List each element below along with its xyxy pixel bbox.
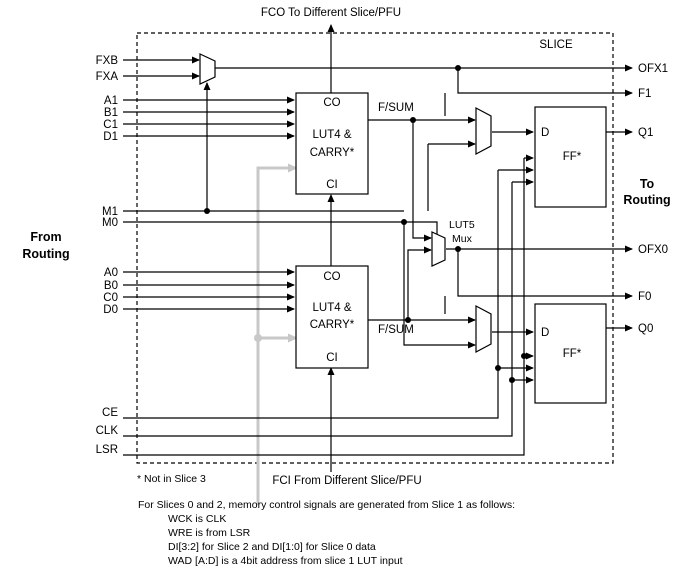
input-m1: M1	[102, 206, 118, 218]
notes-heading: For Slices 0 and 2, memory control signa…	[138, 499, 516, 511]
footnote: * Not in Slice 3	[137, 473, 206, 485]
lower-input-mux	[475, 305, 492, 353]
from-routing-label: From	[30, 230, 61, 244]
output-ofx1: OFX1	[638, 63, 668, 75]
lower-fsum-label: F/SUM	[378, 324, 414, 336]
upper-flip-flop	[534, 106, 607, 208]
input-a1: A1	[104, 95, 118, 107]
carry-junction	[254, 334, 262, 342]
upper-lut4-block	[295, 92, 369, 195]
slice-label: SLICE	[539, 39, 573, 51]
note-item: WRE is from LSR	[168, 527, 251, 539]
upper-input-mux	[475, 107, 492, 155]
memory-control-notes: For Slices 0 and 2, memory control signa…	[138, 498, 515, 568]
input-fxa: FXA	[96, 71, 119, 83]
output-f0: F0	[638, 291, 651, 303]
lower-lut-co: CO	[323, 271, 340, 283]
output-q0: Q0	[638, 323, 653, 335]
lower-lut4-block	[295, 265, 369, 369]
input-fxb: FXB	[96, 55, 119, 67]
upper-ff-d: D	[541, 127, 549, 139]
note-item: WCK is CLK	[168, 513, 227, 525]
output-labels: OFX1 F1 Q1 OFX0 F0 Q0	[638, 63, 668, 335]
lower-lut-ci: CI	[326, 352, 338, 364]
to-routing-label-2: Routing	[623, 193, 670, 207]
slice-boundary	[136, 32, 614, 464]
upper-lut-carry: CARRY*	[310, 147, 355, 159]
output-ofx0: OFX0	[638, 244, 668, 256]
input-b1: B1	[104, 107, 118, 119]
from-routing-label-2: Routing	[22, 247, 69, 261]
lut5-label: LUT5	[449, 219, 475, 231]
upper-lut-co: CO	[323, 97, 340, 109]
input-c0: C0	[103, 292, 118, 304]
upper-fsum-label: F/SUM	[378, 102, 414, 114]
lower-lut-carry: CARRY*	[310, 319, 355, 331]
input-clk: CLK	[96, 425, 119, 437]
lower-lut-name: LUT4 &	[313, 302, 352, 314]
input-ce: CE	[102, 407, 118, 419]
lower-ff-label: FF*	[563, 348, 582, 360]
signal-wires	[123, 24, 633, 472]
input-b0: B0	[104, 280, 118, 292]
lower-ff-d: D	[541, 327, 549, 339]
note-item: WAD [A:D] is a 4bit address from slice 1…	[168, 555, 403, 567]
upper-lut-ci: CI	[326, 179, 338, 191]
fco-title: FCO To Different Slice/PFU	[261, 7, 401, 19]
input-lsr: LSR	[96, 444, 118, 456]
wire-junctions	[204, 65, 527, 383]
output-q1: Q1	[638, 127, 653, 139]
fci-title: FCI From Different Slice/PFU	[272, 475, 421, 487]
lower-flip-flop	[534, 303, 607, 404]
upper-lut-name: LUT4 &	[313, 129, 352, 141]
to-routing-label: To	[640, 177, 655, 191]
input-d1: D1	[103, 131, 118, 143]
output-f1: F1	[638, 88, 651, 100]
lut5-mux	[431, 231, 446, 267]
upper-ff-label: FF*	[563, 151, 582, 163]
input-labels: FXB FXA A1 B1 C1 D1 M1 M0 A0 B0 C0 D0 CE…	[96, 55, 119, 456]
input-d0: D0	[103, 304, 118, 316]
fx-mux	[199, 53, 216, 85]
input-a0: A0	[104, 267, 118, 279]
input-c1: C1	[103, 119, 118, 131]
note-item: DI[3:2] for Slice 2 and DI[1:0] for Slic…	[168, 541, 376, 553]
carry-chain-routing	[256, 163, 298, 505]
lut5-mux-label: Mux	[452, 233, 473, 245]
input-m0: M0	[102, 217, 118, 229]
